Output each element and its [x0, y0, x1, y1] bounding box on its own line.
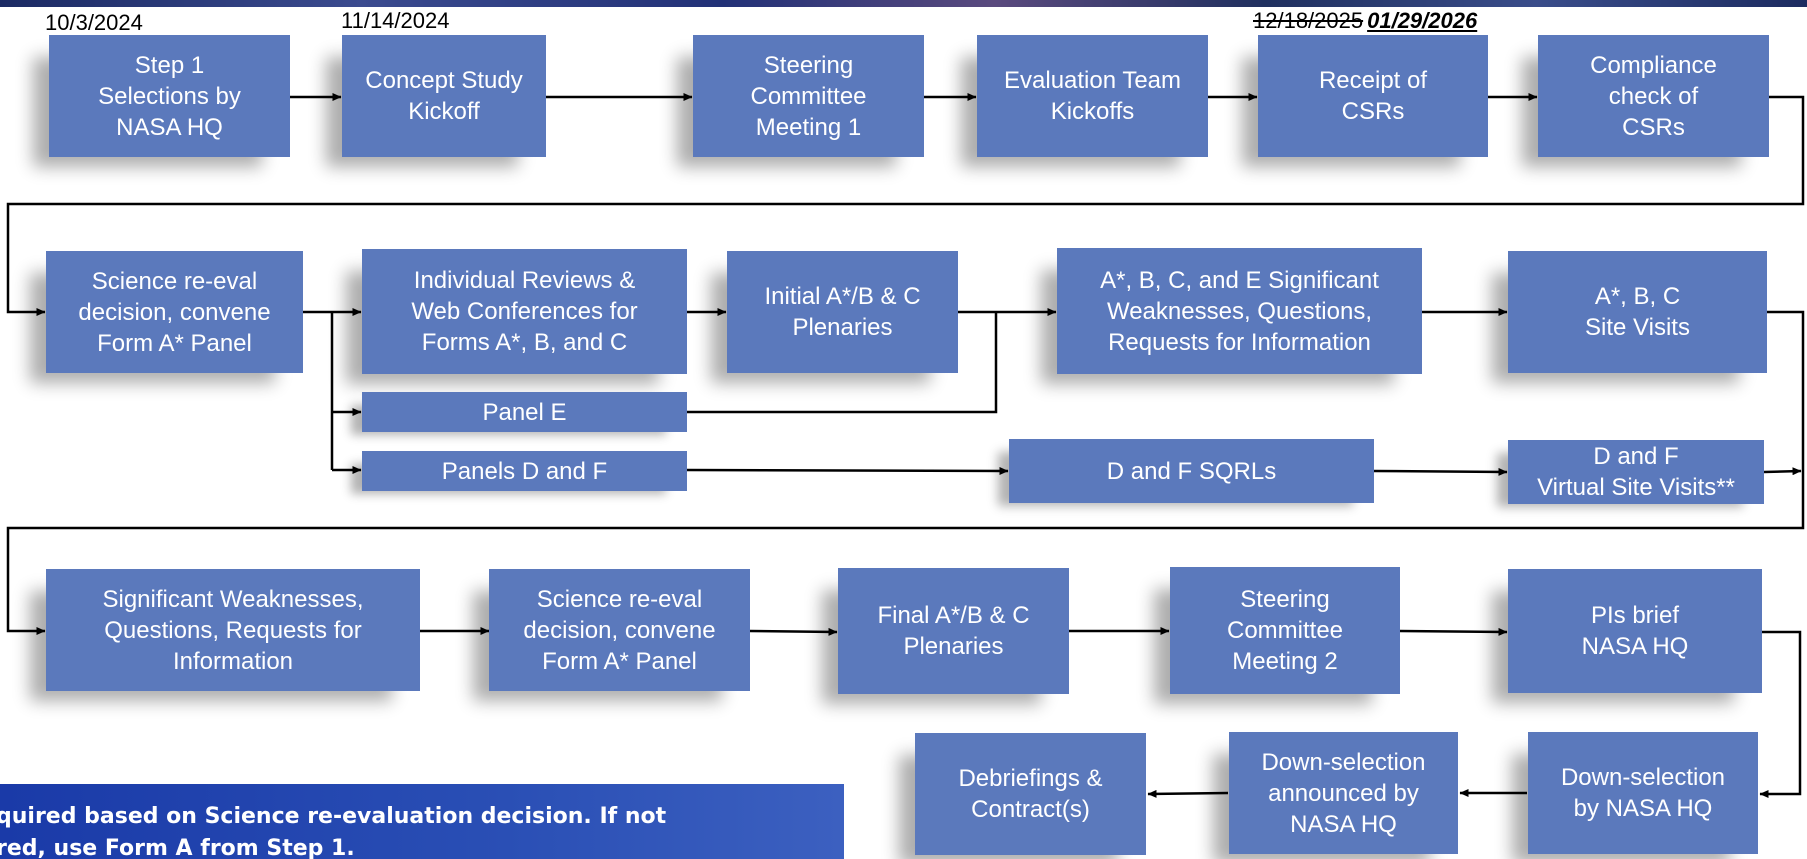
- box-significant-weaknesses-2: Significant Weaknesses, Questions, Reque…: [46, 569, 420, 691]
- arrow-steering2-to-pis: [1399, 627, 1508, 636]
- box-receipt-of-csrs: Receipt of CSRs: [1258, 35, 1488, 157]
- date-csr-old: 12/18/2025: [1253, 8, 1364, 33]
- box-site-visits: A*, B, C Site Visits: [1508, 251, 1767, 373]
- box-pis-brief: PIs brief NASA HQ: [1508, 569, 1762, 693]
- arrow-sqrls-to-virtual: [1373, 467, 1508, 476]
- box-science-reeval-1: Science re-eval decision, convene Form A…: [46, 251, 303, 373]
- box-df-sqrls: D and F SQRLs: [1009, 439, 1374, 503]
- box-significant-weaknesses-1: A*, B, C, and E Significant Weaknesses, …: [1057, 248, 1422, 374]
- arrow-virtual-to-rail: [1763, 467, 1802, 476]
- footnote-banner: quired based on Science re-evaluation de…: [0, 784, 844, 859]
- box-compliance-check: Compliance check of CSRs: [1538, 35, 1769, 157]
- box-initial-plenaries: Initial A*/B & C Plenaries: [727, 251, 958, 373]
- box-individual-reviews: Individual Reviews & Web Conferences for…: [362, 249, 687, 374]
- arrow-panelsdf-to-sqrls: [686, 466, 1009, 475]
- box-concept-study-kickoff: Concept Study Kickoff: [342, 35, 546, 157]
- connector-panel-e-to-sigweak: [687, 312, 998, 414]
- box-panel-e: Panel E: [362, 392, 687, 432]
- date-csr-new: 01/29/2026: [1367, 8, 1478, 33]
- box-steering-committee-2: Steering Committee Meeting 2: [1170, 567, 1400, 694]
- box-science-reeval-2: Science re-eval decision, convene Form A…: [489, 569, 750, 691]
- arrow-announced-to-debriefings: [1147, 789, 1229, 798]
- box-debriefings-contracts: Debriefings & Contract(s): [915, 733, 1146, 855]
- box-downselection-announced: Down-selection announced by NASA HQ: [1229, 732, 1458, 854]
- footnote-text: quired based on Science re-evaluation de…: [0, 804, 667, 859]
- box-steering-committee-1: Steering Committee Meeting 1: [693, 35, 924, 157]
- box-panels-d-and-f: Panels D and F: [362, 451, 687, 491]
- box-step1-selections: Step 1 Selections by NASA HQ: [49, 35, 290, 157]
- box-final-plenaries: Final A*/B & C Plenaries: [838, 568, 1069, 694]
- connector-sitevisits-down: [6, 310, 1805, 635]
- connector-row1-to-row2: [6, 95, 1805, 316]
- date-kickoff: 11/14/2024: [341, 8, 450, 33]
- box-evaluation-team-kickoffs: Evaluation Team Kickoffs: [977, 35, 1208, 157]
- header-band: [0, 0, 1807, 7]
- arrow-scireeval2-to-final: [749, 627, 838, 636]
- box-df-virtual-site-visits: D and F Virtual Site Visits**: [1508, 440, 1764, 504]
- date-step1: 10/3/2024: [45, 10, 143, 35]
- box-downselection-by-hq: Down-selection by NASA HQ: [1528, 732, 1758, 854]
- connector-pis-to-downsel: [1759, 630, 1802, 798]
